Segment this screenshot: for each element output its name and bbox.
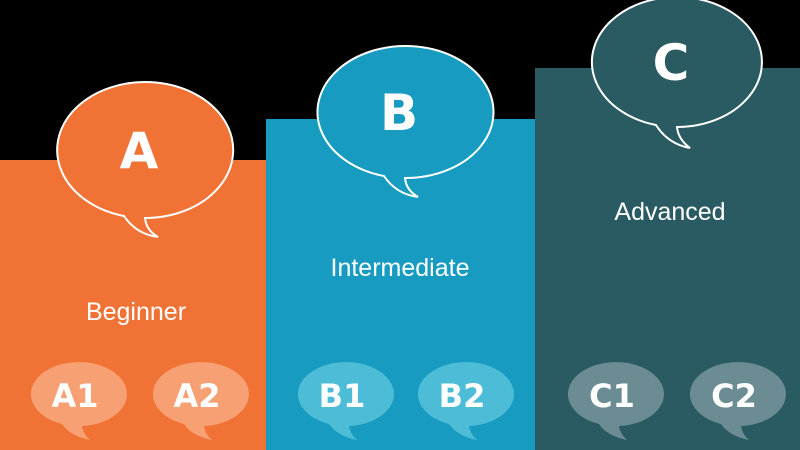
sublevel-label: C1 <box>589 377 635 415</box>
speech-bubble-icon <box>297 362 394 440</box>
sublevel-label: C2 <box>711 377 757 415</box>
level-name: Intermediate <box>331 254 470 282</box>
level-letter: B <box>380 84 418 142</box>
level-letter: A <box>120 122 159 180</box>
speech-bubble-icon <box>590 0 763 149</box>
level-letter: C <box>653 34 690 92</box>
sublevel-bubble-c1: C1 <box>567 362 664 440</box>
sublevel-bubble-a1: A1 <box>30 362 127 440</box>
sublevel-bubble-a2: A2 <box>152 362 249 440</box>
level-column-b: B Intermediate B1 B2 <box>266 45 535 450</box>
speech-bubble-icon <box>56 81 235 238</box>
speech-bubble-icon <box>417 362 514 440</box>
level-name: Advanced <box>614 198 725 226</box>
sublevel-bubble-b2: B2 <box>417 362 514 440</box>
sublevel-bubble-b1: B1 <box>297 362 394 440</box>
sublevel-label: B2 <box>439 377 486 415</box>
speech-bubble-icon <box>567 362 664 440</box>
speech-bubble-icon <box>689 362 786 440</box>
level-column-c: C Advanced C1 C2 <box>535 0 800 450</box>
sublevel-label: B1 <box>319 377 366 415</box>
speech-bubble-icon <box>152 362 249 440</box>
level-name: Beginner <box>86 298 186 326</box>
sublevel-bubble-c2: C2 <box>689 362 786 440</box>
level-column-a: A Beginner A1 A2 <box>0 81 266 450</box>
sublevel-label: A2 <box>173 377 220 415</box>
speech-bubble-icon <box>30 362 127 440</box>
sublevel-label: A1 <box>51 377 98 415</box>
speech-bubble-icon <box>316 45 495 198</box>
